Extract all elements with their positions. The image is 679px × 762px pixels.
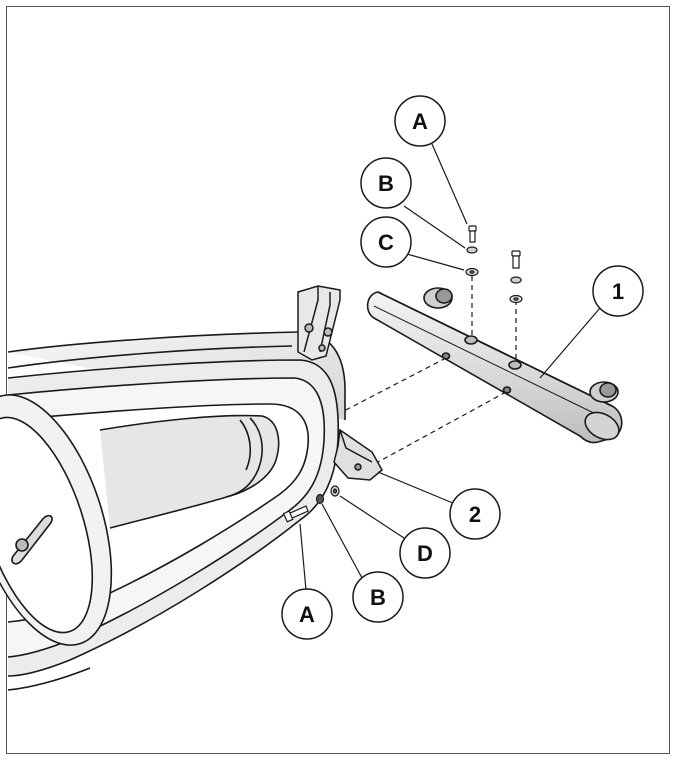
callout-a-bottom-label: A: [299, 602, 315, 627]
leader-lines: [299, 143, 601, 591]
callout-d-bottom: D: [399, 527, 451, 579]
callout-c-top-label: C: [378, 230, 394, 255]
callout-part-1: 1: [592, 265, 644, 317]
callout-part-2: 2: [449, 488, 501, 540]
main-frame-body: [0, 331, 346, 691]
rear-bracket: [297, 285, 341, 361]
callout-part-2-label: 2: [469, 502, 481, 527]
callout-b-bottom-label: B: [370, 585, 386, 610]
callout-a-top-label: A: [412, 109, 428, 134]
callout-c-top: C: [360, 216, 412, 268]
callout-a-top: A: [394, 95, 446, 147]
hardware-top-left: [465, 225, 479, 277]
callout-b-top: B: [360, 157, 412, 209]
alignment-lines: [341, 276, 517, 463]
callout-b-top-label: B: [378, 171, 394, 196]
stabilizer-bracket: [333, 428, 383, 481]
callout-b-bottom: B: [352, 571, 404, 623]
hardware-top-right: [509, 250, 523, 304]
hardware-bottom: [282, 485, 340, 523]
callout-a-bottom: A: [281, 588, 333, 640]
callout-part-1-label: 1: [612, 279, 624, 304]
callout-d-bottom-label: D: [417, 541, 433, 566]
stabilizer-tube: [366, 287, 623, 444]
